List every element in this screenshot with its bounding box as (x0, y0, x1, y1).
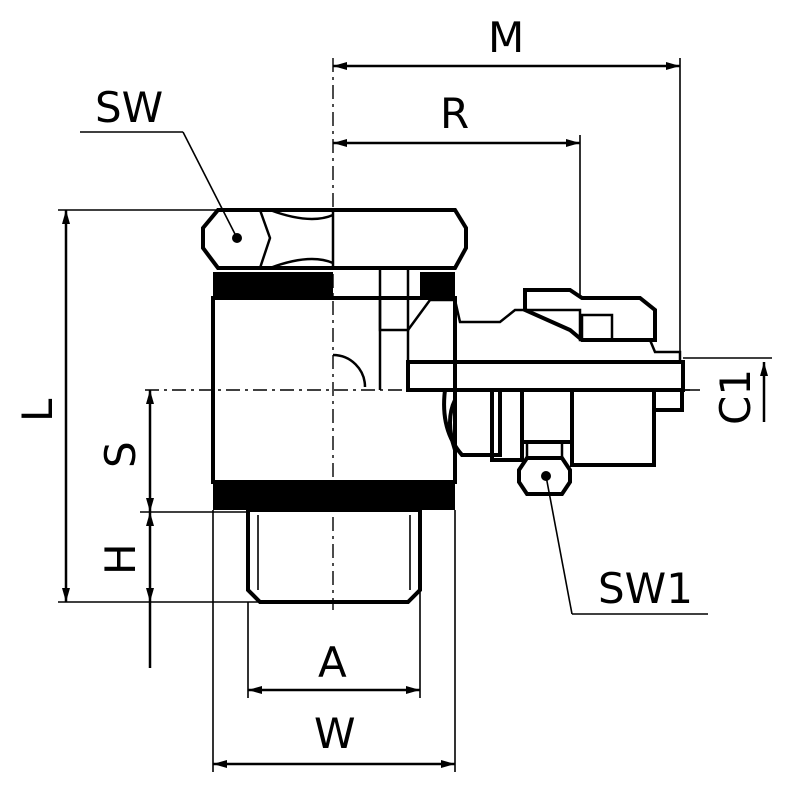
knurled-nut (570, 388, 656, 467)
lower-oring (213, 482, 455, 510)
leader-sw1: SW1 (541, 471, 708, 615)
tube (406, 360, 685, 392)
dim-s: S (96, 390, 248, 513)
top-nut-section (331, 208, 468, 332)
label-m: M (488, 13, 524, 62)
ferrule-body (490, 388, 524, 462)
housing (201, 208, 468, 604)
label-w: W (314, 709, 356, 758)
side-branch (406, 288, 685, 496)
upper-oring (213, 272, 333, 298)
centerlines (145, 58, 690, 610)
label-sw: SW (95, 83, 163, 132)
label-c1: C1 (711, 369, 760, 425)
label-a: A (318, 638, 347, 687)
leader-sw-dot (232, 233, 242, 243)
dim-r: R (333, 89, 581, 298)
dim-l: L (13, 209, 260, 603)
label-sw1: SW1 (598, 564, 693, 613)
elbow-section (406, 298, 682, 364)
dim-w: W (212, 510, 456, 772)
top-hex-nut (201, 208, 468, 270)
label-l: L (13, 398, 62, 422)
dim-a: A (247, 590, 421, 698)
label-r: R (440, 89, 469, 138)
label-h: H (96, 543, 145, 575)
leader-sw: SW (80, 83, 242, 243)
dim-h: H (96, 512, 154, 668)
label-s: S (96, 441, 145, 468)
threaded-spigot (246, 508, 422, 604)
dim-c1: C1 (683, 357, 772, 425)
dim-m: M (333, 13, 681, 352)
sw1-hex (517, 456, 572, 496)
union-nut (523, 288, 657, 342)
